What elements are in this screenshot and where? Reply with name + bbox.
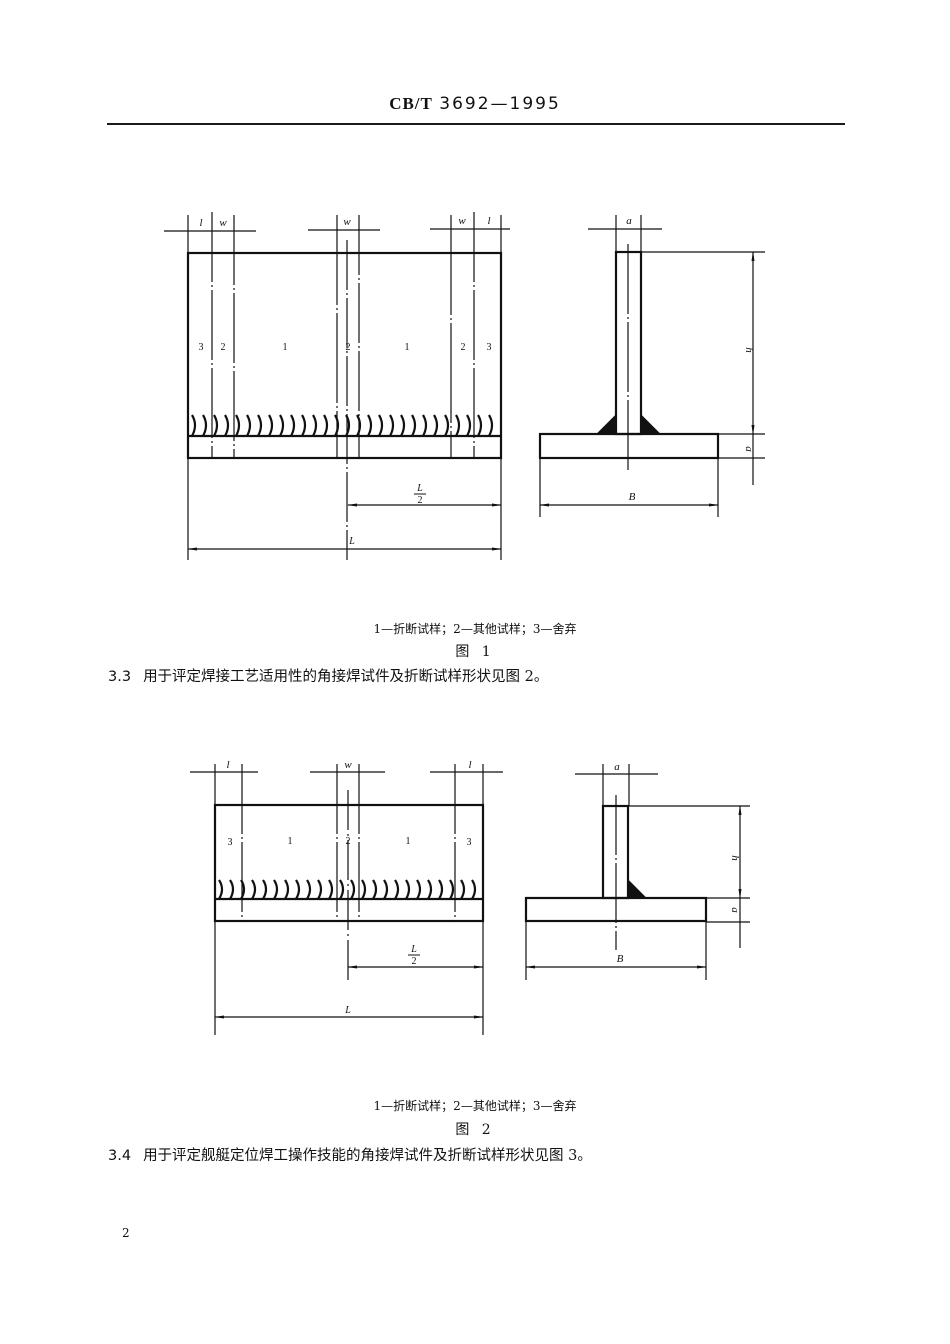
dim-label: w [343, 216, 351, 228]
standard-prefix: CB/T [389, 94, 433, 113]
svg-text:1: 1 [288, 836, 293, 847]
svg-text:a: a [614, 761, 620, 773]
dim-label: w [458, 215, 466, 227]
svg-text:3: 3 [199, 342, 204, 353]
svg-text:a: a [626, 215, 632, 227]
figure1-length-labels: L 2 L [348, 483, 426, 547]
svg-text:L: L [348, 536, 355, 547]
weld-bead-icon [191, 414, 494, 437]
header-rule [107, 123, 845, 125]
dim-label: l [487, 215, 490, 227]
figure1-front-labels: l w w w l [199, 215, 490, 229]
svg-text:1: 1 [405, 342, 410, 353]
figure2-label: 图 2 [455, 1122, 495, 1138]
svg-text:3: 3 [487, 342, 492, 353]
weld-bead-icon [218, 879, 477, 900]
dim-label: l [226, 759, 229, 771]
clause-number: 3.3 [108, 669, 132, 685]
figure2-front-view [190, 764, 503, 1035]
svg-text:2: 2 [412, 956, 417, 967]
svg-text:h: h [743, 347, 755, 353]
figure2-side-labels: a h a B [614, 761, 741, 965]
svg-text:B: B [629, 491, 636, 503]
svg-text:a: a [743, 446, 755, 452]
figure1-label: 图 1 [455, 644, 495, 660]
svg-text:2: 2 [221, 342, 226, 353]
page-number: 2 [122, 1226, 130, 1240]
svg-text:1: 1 [283, 342, 288, 353]
dim-label: l [199, 217, 202, 229]
svg-text:2: 2 [461, 342, 466, 353]
paragraph-3-4: 3.4 用于评定舰艇定位焊工操作技能的角接焊试件及折断试样形状见图 3。 [108, 1144, 592, 1165]
figure2-legend: 1—折断试样；2—其他试样；3—舍弃 [373, 1099, 577, 1113]
figure2-zone-labels: 3 1 2 1 3 [228, 836, 472, 848]
svg-text:3: 3 [228, 837, 233, 848]
svg-text:B: B [617, 953, 624, 965]
svg-text:2: 2 [418, 495, 423, 506]
paragraph-3-3: 3.3 用于评定焊接工艺适用性的角接焊试件及折断试样形状见图 2。 [108, 665, 548, 686]
standard-number: 3692—1995 [439, 94, 561, 114]
figure2-front-labels: l w l [226, 759, 471, 771]
svg-text:L: L [416, 483, 423, 494]
svg-text:a: a [729, 907, 741, 913]
figure1-side-labels: a h a B [626, 215, 755, 503]
svg-text:h: h [729, 855, 741, 861]
dim-label: l [468, 759, 471, 771]
figure2-side-view [524, 764, 750, 980]
svg-text:2: 2 [346, 342, 351, 353]
svg-text:1: 1 [406, 836, 411, 847]
svg-text:L: L [410, 944, 417, 955]
figure1-legend: 1—折断试样；2—其他试样；3—舍弃 [373, 622, 577, 636]
paragraph-text: 用于评定焊接工艺适用性的角接焊试件及折断试样形状见图 2。 [143, 669, 549, 685]
figure1-front-view [164, 212, 510, 560]
clause-number: 3.4 [108, 1148, 132, 1164]
figure1-zone-labels: 3 2 1 2 1 2 3 [199, 342, 492, 353]
fillet-weld-icon [627, 878, 648, 899]
dim-label: w [344, 759, 352, 771]
svg-text:L: L [344, 1005, 351, 1016]
fillet-weld-icon [595, 413, 662, 435]
dim-label: w [219, 217, 227, 229]
paragraph-text: 用于评定舰艇定位焊工操作技能的角接焊试件及折断试样形状见图 3。 [143, 1148, 592, 1164]
standard-header: CB/T 3692—1995 [0, 94, 950, 114]
figure2-length-labels: L 2 L [344, 944, 420, 1016]
svg-text:3: 3 [467, 837, 472, 848]
svg-text:2: 2 [346, 836, 351, 847]
figure1-side-view [538, 215, 765, 517]
